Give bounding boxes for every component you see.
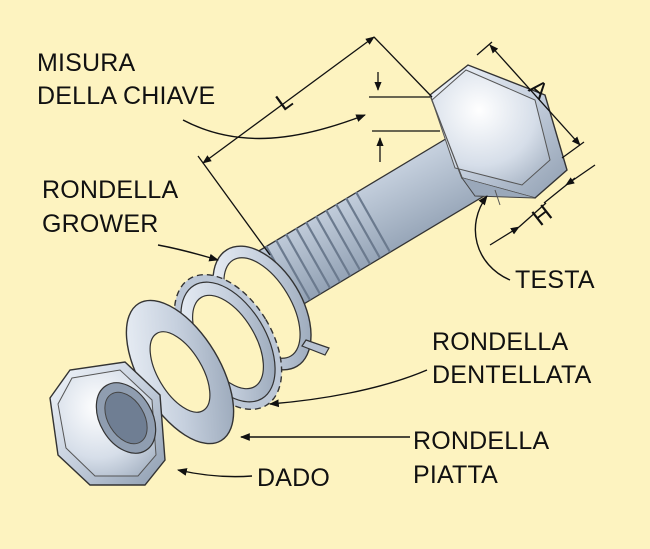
label-rondella-dentellata-line2: DENTELLATA — [432, 361, 592, 389]
label-rondella-piatta-line2: PIATTA — [413, 461, 499, 489]
nut — [49, 361, 166, 486]
label-dado: DADO — [257, 464, 331, 492]
label-rondella-piatta-line1: RONDELLA — [413, 427, 550, 455]
label-rondella-grower-line2: GROWER — [42, 210, 159, 238]
leader-arrows — [157, 114, 511, 478]
dimension-lines — [197, 36, 596, 256]
label-misura-chiave-line2: DELLA CHIAVE — [37, 82, 216, 110]
label-rondella-grower-line1: RONDELLA — [42, 176, 179, 204]
label-rondella-dentellata-line1: RONDELLA — [432, 328, 569, 356]
label-misura-chiave-line1: MISURA — [37, 49, 136, 77]
flat-washer — [125, 299, 235, 445]
label-testa: TESTA — [515, 266, 595, 294]
